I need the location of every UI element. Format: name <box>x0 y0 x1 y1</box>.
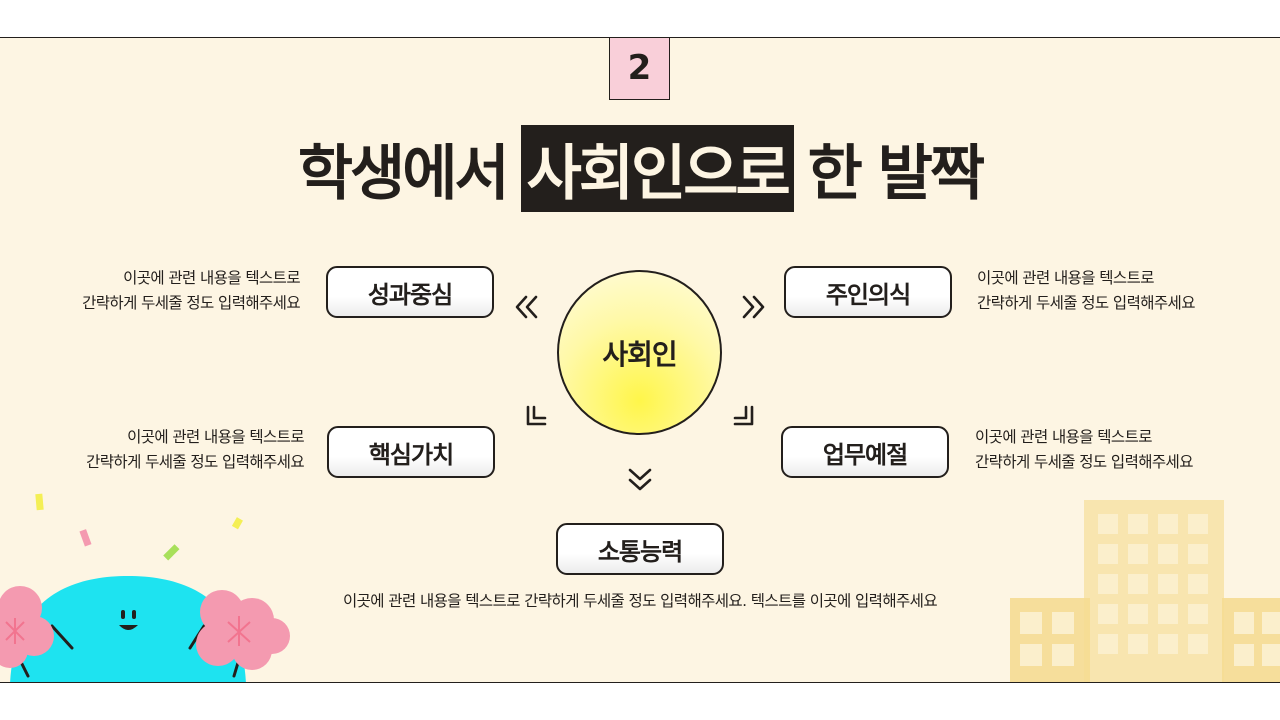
keyword-description: 이곳에 관련 내용을 텍스트로 간략하게 두세줄 정도 입력해주세요 <box>975 425 1235 475</box>
description-line: 이곳에 관련 내용을 텍스트로 간략하게 두세줄 정도 입력해주세요. 텍스트를… <box>342 592 938 610</box>
center-label: 사회인 <box>602 337 677 371</box>
description-line: 간략하게 두세줄 정도 입력해주세요 <box>86 453 304 471</box>
keyword-description: 이곳에 관련 내용을 텍스트로 간략하게 두세줄 정도 입력해주세요. 텍스트를… <box>290 589 990 614</box>
keyword-pill-performance: 성과중심 <box>326 266 494 318</box>
keyword-label: 주인의식 <box>825 280 911 309</box>
chevron-left-down-icon <box>526 405 547 426</box>
keyword-description: 이곳에 관련 내용을 텍스트로 간략하게 두세줄 정도 입력해주세요 <box>44 425 304 475</box>
keyword-label: 소통능력 <box>597 537 683 566</box>
description-line: 간략하게 두세줄 정도 입력해주세요 <box>82 294 300 312</box>
keyword-description: 이곳에 관련 내용을 텍스트로 간략하게 두세줄 정도 입력해주세요 <box>977 266 1237 316</box>
title-prefix: 학생에서 <box>297 138 510 209</box>
title-highlight: 사회인으로 <box>520 124 794 212</box>
page-number: 2 <box>627 48 652 88</box>
chevron-down-icon <box>628 468 652 491</box>
keyword-pill-etiquette: 업무예절 <box>781 426 949 478</box>
chevron-right-down-icon <box>733 405 754 426</box>
description-line: 이곳에 관련 내용을 텍스트로 <box>977 269 1155 287</box>
mascot-illustration <box>0 493 290 682</box>
keyword-label: 업무예절 <box>822 440 908 469</box>
description-line: 간략하게 두세줄 정도 입력해주세요 <box>977 294 1195 312</box>
chevron-right-up-icon <box>742 295 765 319</box>
slide: 2 학생에서 사회인으로 한 발짝 <box>0 37 1280 683</box>
description-line: 간략하게 두세줄 정도 입력해주세요 <box>975 453 1193 471</box>
keyword-pill-core-values: 핵심가치 <box>327 426 495 478</box>
chevron-left-up-icon <box>515 295 538 319</box>
page-title: 학생에서 사회인으로 한 발짝 <box>0 124 1280 212</box>
keyword-pill-communication: 소통능력 <box>556 523 724 575</box>
keyword-pill-ownership: 주인의식 <box>784 266 952 318</box>
keyword-label: 핵심가치 <box>368 440 454 469</box>
description-line: 이곳에 관련 내용을 텍스트로 <box>975 428 1153 446</box>
keyword-label: 성과중심 <box>367 280 453 309</box>
center-circle: 사회인 <box>557 270 722 435</box>
page-number-badge: 2 <box>609 38 670 100</box>
keyword-description: 이곳에 관련 내용을 텍스트로 간략하게 두세줄 정도 입력해주세요 <box>40 266 300 316</box>
buildings-illustration <box>1010 500 1280 682</box>
title-suffix: 한 발짝 <box>807 138 985 209</box>
description-line: 이곳에 관련 내용을 텍스트로 <box>127 428 305 446</box>
description-line: 이곳에 관련 내용을 텍스트로 <box>123 269 301 287</box>
